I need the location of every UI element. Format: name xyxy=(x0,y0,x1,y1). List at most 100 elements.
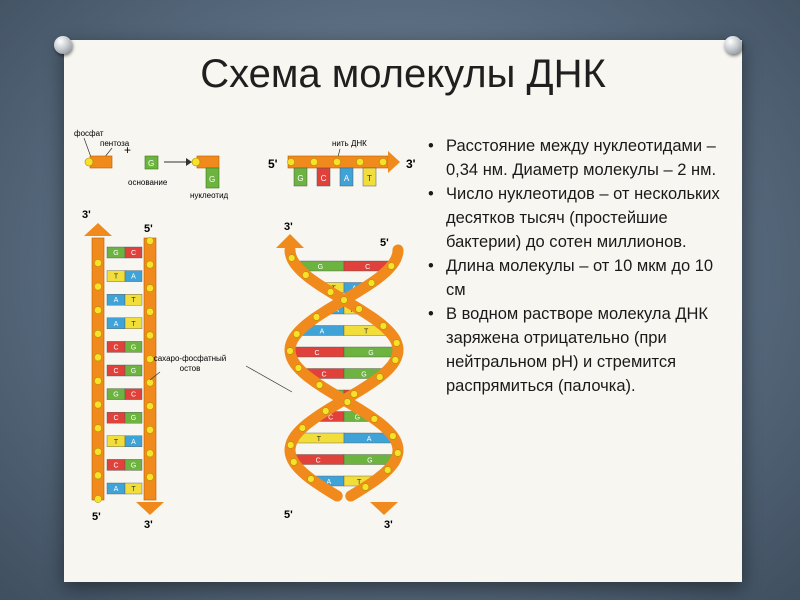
ladder-base-right xyxy=(124,341,143,353)
helix-phosphate xyxy=(389,432,397,440)
helix-phosphate xyxy=(287,441,295,449)
strand-base-label: A xyxy=(344,174,350,183)
ladder-phosphate xyxy=(146,331,154,340)
strand-end-3: 3' xyxy=(406,157,416,171)
plus-sign: + xyxy=(124,143,131,157)
strand-base-block xyxy=(362,167,377,187)
ladder-base-right-label: T xyxy=(131,321,136,328)
base-g-label: G xyxy=(148,159,154,168)
ladder-base-right xyxy=(124,388,143,400)
helix-base-left-label: C xyxy=(316,458,321,465)
ladder-base-left-label: G xyxy=(113,392,118,399)
ladder-right-top-end: 5' xyxy=(144,223,153,235)
ladder-base-right xyxy=(124,364,143,377)
ladder-base-right xyxy=(124,317,143,329)
ladder-phosphate xyxy=(146,402,154,411)
pentose-block xyxy=(89,155,113,169)
helix-top-right-end: 5' xyxy=(380,237,389,249)
helix-phosphate xyxy=(288,254,296,262)
helix-top-arrow-icon xyxy=(276,234,304,248)
ladder-base-right xyxy=(124,412,143,424)
ladder-base-right xyxy=(124,459,143,471)
bullet-item: В водном растворе молекула ДНК заряжена … xyxy=(428,302,728,398)
helix-base-left-label: C xyxy=(315,350,320,357)
helix-phosphate xyxy=(298,424,307,432)
helix-base-left-label: A xyxy=(320,329,325,336)
helix-base-right-label: G xyxy=(361,372,366,379)
ladder-base-right xyxy=(124,435,143,447)
helix-phosphate xyxy=(312,313,321,321)
strand-phosphate xyxy=(356,158,364,166)
strand-base-block xyxy=(316,167,331,187)
ladder-base-right xyxy=(124,294,143,306)
base-label: основание xyxy=(128,178,168,187)
ladder-phosphate xyxy=(146,378,154,387)
helix-phosphate xyxy=(315,381,324,389)
ladder-base-right-label: C xyxy=(131,250,136,257)
helix-base-left-label: A xyxy=(326,479,331,486)
ladder-phosphate xyxy=(94,377,102,385)
strand-phosphate xyxy=(287,158,295,166)
slide-title: Схема молекулы ДНК xyxy=(200,52,606,96)
helix-base-left-label: G xyxy=(318,264,323,271)
ladder-base-left-label: A xyxy=(114,486,119,493)
ladder-base-left-label: A xyxy=(114,321,119,328)
ladder-base-right-label: G xyxy=(131,415,136,422)
helix-phosphate xyxy=(394,449,402,457)
helix-phosphate xyxy=(294,364,303,372)
helix-base-right-label: C xyxy=(365,264,370,271)
helix-phosphate xyxy=(340,296,348,304)
bullet-item: Расстояние между нуклеотидами – 0,34 нм.… xyxy=(428,134,728,182)
backbone-label-line1: сахаро-фосфатный xyxy=(154,354,227,363)
helix-bottom-arrow-icon xyxy=(370,502,398,515)
helix-phosphate xyxy=(379,322,388,330)
helix-base-right-label: A xyxy=(367,436,372,443)
ladder-base-right-label: G xyxy=(131,368,136,375)
ladder-phosphate xyxy=(146,284,154,293)
phosphate-label: фосфат xyxy=(74,129,104,138)
ladder-base-right-label: A xyxy=(131,274,136,281)
ladder-right-bottom-end: 3' xyxy=(144,519,153,531)
ladder-base-right xyxy=(124,270,143,282)
strand-label: нить ДНК xyxy=(332,139,367,148)
ladder-phosphate xyxy=(146,449,154,458)
nucleotide-assembly: фосфат пентоза + G основание G нуклеотид xyxy=(74,129,229,200)
helix-base-right-label: G xyxy=(368,350,373,357)
strand-phosphate xyxy=(310,158,318,166)
helix-phosphate xyxy=(290,458,298,466)
helix-base-right-label: T xyxy=(357,479,362,486)
nucleotide-base-label: G xyxy=(209,175,215,184)
nucleotide-label: нуклеотид xyxy=(190,191,229,200)
helix-phosphate xyxy=(384,466,392,474)
helix-phosphate xyxy=(355,305,363,313)
arrow-right-icon xyxy=(186,158,192,166)
ladder-base-left-label: C xyxy=(113,368,118,375)
ladder-base-left-label: C xyxy=(113,462,118,469)
strand-base-block xyxy=(339,167,354,187)
phosphate-circle xyxy=(84,157,94,167)
ladder-phosphate xyxy=(94,495,102,503)
helix-phosphate xyxy=(322,407,330,415)
helix-phosphate xyxy=(326,288,335,296)
ladder-phosphate xyxy=(146,237,154,245)
helix-base-left-label: T xyxy=(317,436,322,443)
helix-top-left-end: 3' xyxy=(284,221,293,233)
pentose-label: пентоза xyxy=(100,139,130,148)
helix-bottom-left-end: 5' xyxy=(284,509,293,521)
helix-bottom-right-end: 3' xyxy=(384,519,393,531)
ladder-phosphate xyxy=(94,424,102,433)
bullet-item: Длина молекулы – от 10 мкм до 10 см xyxy=(428,254,728,302)
helix-phosphate xyxy=(361,483,370,491)
ladder-base-right-label: T xyxy=(131,486,136,493)
strand-base-label: T xyxy=(367,174,372,183)
backbone-callout: сахаро-фосфатный остов xyxy=(149,354,293,393)
strand-arrow-icon xyxy=(388,151,400,173)
pin-top-left-icon xyxy=(54,36,72,54)
ladder-base-right-label: G xyxy=(131,462,136,469)
ladder-phosphate xyxy=(94,400,102,409)
helix-base-left-label: C xyxy=(321,372,326,379)
ladder-left-backbone xyxy=(91,237,105,501)
helix-phosphate xyxy=(286,347,294,355)
strand-phosphate xyxy=(379,158,387,166)
